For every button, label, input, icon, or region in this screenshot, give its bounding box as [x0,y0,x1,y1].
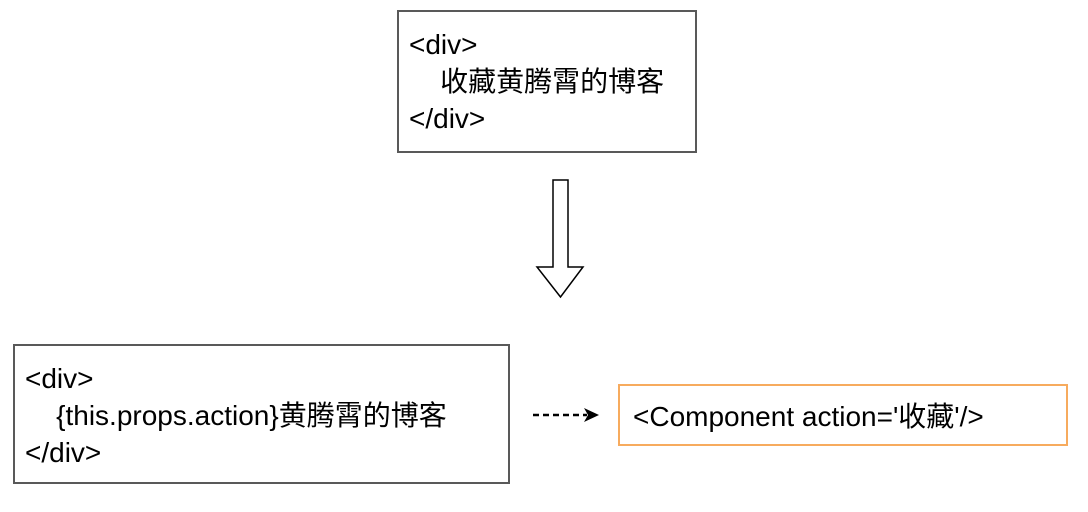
code-line: <div> [409,29,478,60]
code-line: <div> [25,363,94,394]
code-line: {this.props.action}黄腾霄的博客 [25,400,447,431]
dashed-right-arrow-icon [533,408,599,422]
component-code-text: <Component action='收藏'/> [633,401,984,432]
down-arrow-icon [535,179,585,299]
code-line: </div> [409,103,486,134]
code-line: </div> [25,437,102,468]
component-usage-box: <Component action='收藏'/> [618,384,1068,446]
jsx-div-props-box: <div> {this.props.action}黄腾霄的博客 </div> [13,344,510,484]
jsx-div-box: <div> 收藏黄腾霄的博客 </div> [397,10,697,153]
code-line: 收藏黄腾霄的博客 [409,66,665,97]
